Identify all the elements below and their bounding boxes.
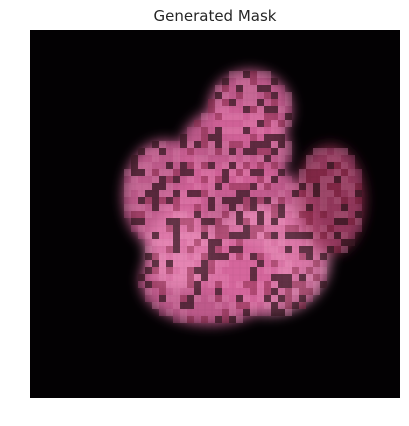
pixelated-pink-blob-image bbox=[30, 30, 400, 398]
generated-mask-image bbox=[30, 30, 400, 398]
figure-title: Generated Mask bbox=[153, 7, 277, 25]
